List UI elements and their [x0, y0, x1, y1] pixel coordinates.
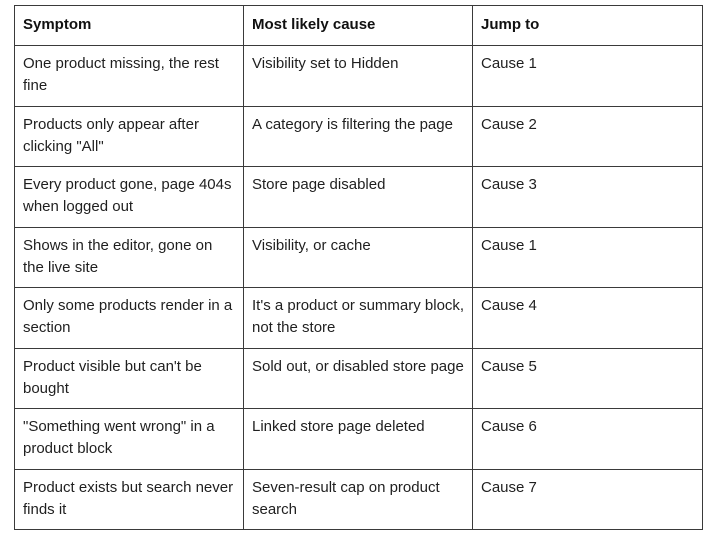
cause-cell: Visibility set to Hidden [243, 45, 473, 107]
jump-to-cell: Cause 1 [472, 45, 703, 107]
jump-to-cell: Cause 3 [472, 166, 703, 228]
cause-cell: Visibility, or cache [243, 226, 473, 288]
table-row: Products only appear after clicking "All… [14, 105, 703, 167]
table-row: One product missing, the rest fine Visib… [14, 45, 703, 107]
symptom-cell: Product exists but search never finds it [14, 468, 244, 530]
symptom-cell: One product missing, the rest fine [14, 45, 244, 107]
jump-to-cell: Cause 6 [472, 408, 703, 470]
cause-cell: A category is filtering the page [243, 105, 473, 167]
cause-cell: It's a product or summary block, not the… [243, 287, 473, 349]
symptom-cell: Shows in the editor, gone on the live si… [14, 226, 244, 288]
symptom-cell: "Something went wrong" in a product bloc… [14, 408, 244, 470]
header-row: Symptom Most likely cause Jump to [14, 5, 703, 46]
table-row: Product visible but can't be bought Sold… [14, 347, 703, 409]
jump-to-cell: Cause 4 [472, 287, 703, 349]
header-symptom: Symptom [14, 5, 244, 46]
symptom-cell: Products only appear after clicking "All… [14, 105, 244, 167]
table-row: Shows in the editor, gone on the live si… [14, 226, 703, 288]
jump-to-cell: Cause 1 [472, 226, 703, 288]
symptom-cell: Only some products render in a section [14, 287, 244, 349]
table-row: "Something went wrong" in a product bloc… [14, 408, 703, 470]
table-header: Symptom Most likely cause Jump to [14, 5, 703, 46]
table-body: One product missing, the rest fine Visib… [14, 45, 703, 530]
table-row: Product exists but search never finds it… [14, 468, 703, 530]
jump-to-cell: Cause 7 [472, 468, 703, 530]
cause-cell: Seven-result cap on product search [243, 468, 473, 530]
cause-cell: Sold out, or disabled store page [243, 347, 473, 409]
troubleshooting-table: Symptom Most likely cause Jump to One pr… [14, 5, 703, 530]
cause-cell: Store page disabled [243, 166, 473, 228]
troubleshooting-table-container: Symptom Most likely cause Jump to One pr… [14, 5, 703, 530]
table-row: Only some products render in a section I… [14, 287, 703, 349]
table-row: Every product gone, page 404s when logge… [14, 166, 703, 228]
jump-to-cell: Cause 5 [472, 347, 703, 409]
header-most-likely-cause: Most likely cause [243, 5, 473, 46]
header-jump-to: Jump to [472, 5, 703, 46]
jump-to-cell: Cause 2 [472, 105, 703, 167]
symptom-cell: Product visible but can't be bought [14, 347, 244, 409]
cause-cell: Linked store page deleted [243, 408, 473, 470]
symptom-cell: Every product gone, page 404s when logge… [14, 166, 244, 228]
